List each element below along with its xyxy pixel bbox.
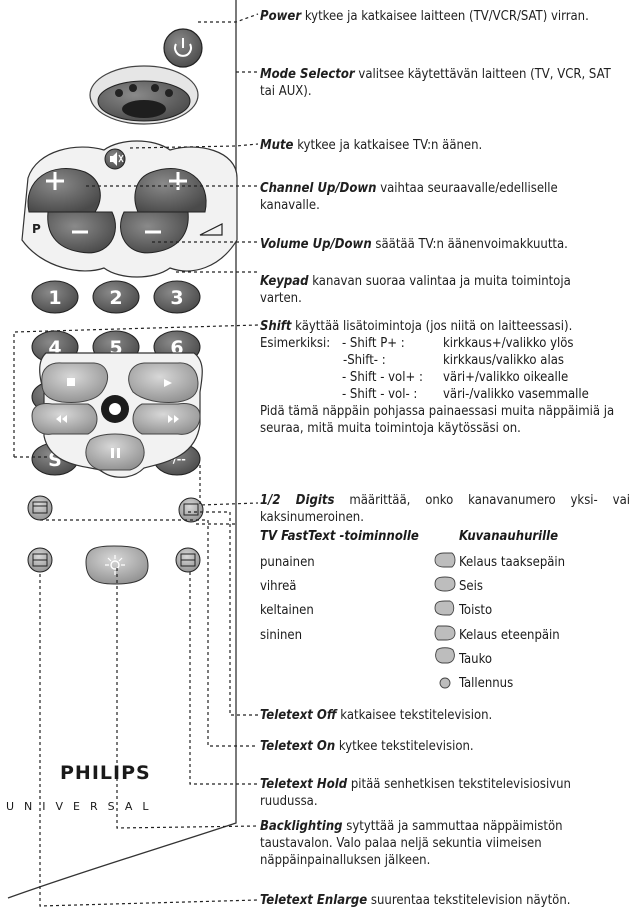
desc-backlight: Backlighting sytyttää ja sammuttaa näppä… (260, 819, 563, 868)
teletext-on-button[interactable] (178, 497, 204, 523)
p-label: P (32, 222, 41, 236)
fasttext-head: TV FastText -toiminnolle (260, 529, 419, 544)
fasttext-color-1: punainen (260, 555, 315, 570)
record-button[interactable] (101, 395, 129, 423)
key-label: 2 (109, 287, 122, 309)
stop-mini-icon (434, 576, 456, 592)
stop-button[interactable] (41, 362, 109, 403)
term-digits: 1/2 Digits (260, 493, 335, 508)
vcr-label-1: Kelaus taaksepäin (459, 555, 566, 570)
leader-lines (13, 13, 259, 907)
term-mode: Mode Selector (260, 67, 355, 82)
play-mini-icon (434, 600, 455, 616)
term-tt-off: Teletext Off (260, 708, 337, 723)
desc-digits: 1/2 Digits määrittää, onko kanavanumero … (260, 493, 630, 525)
fast-forward-button[interactable] (132, 403, 201, 435)
shift-effect-3: väri+/valikko oikealle (443, 370, 569, 385)
term-shift: Shift (260, 319, 292, 334)
desc-tt-off: Teletext Off katkaisee tekstitelevision. (260, 708, 493, 723)
teletext-off-button[interactable] (27, 495, 53, 521)
ff-mini-icon (434, 625, 456, 641)
shift-effect-2: kirkkaus/valikko alas (443, 353, 564, 368)
vcr-label-3: Toisto (459, 603, 493, 618)
power-button[interactable] (163, 28, 203, 68)
channel-down-button[interactable] (47, 211, 116, 254)
teletext-hold-button[interactable] (175, 547, 201, 573)
term-power: Power (260, 9, 302, 24)
channel-up-button[interactable] (27, 168, 101, 213)
key-2-button[interactable]: 2 (92, 280, 140, 314)
vcr-icons (434, 552, 456, 689)
term-mute: Mute (260, 138, 294, 153)
shift-effect-4: väri-/valikko vasemmalle (443, 387, 589, 402)
vcr-label-4: Kelaus eteenpäin (459, 628, 560, 643)
term-keypad: Keypad (260, 274, 309, 289)
shift-combo-4: - Shift - vol- : (342, 387, 418, 402)
volume-up-button[interactable] (134, 168, 207, 213)
key-3-button[interactable]: 3 (153, 280, 201, 314)
shift-effect-1: kirkkaus+/valikko ylös (443, 336, 574, 351)
vcr-label-2: Seis (459, 579, 483, 594)
vcr-label-5: Tauko (459, 652, 493, 667)
pause-button[interactable] (85, 433, 145, 471)
desc-channel: Channel Up/Down vaihtaa seuraavalle/edel… (260, 181, 558, 213)
term-tt-on: Teletext On (260, 739, 336, 754)
fasttext-color-3: keltainen (260, 603, 314, 618)
term-volume: Volume Up/Down (260, 237, 372, 252)
brand-logo: PHILIPS (60, 762, 151, 784)
fasttext-color-2: vihreä (260, 579, 297, 594)
desc-tt-on: Teletext On kytkee tekstitelevision. (260, 739, 474, 754)
shift-combo-2: -Shift- : (343, 353, 386, 368)
play-button[interactable] (128, 362, 199, 403)
rewind-mini-icon (434, 552, 456, 568)
desc-shift: Shift käyttää lisätoimintoja (jos niitä … (260, 319, 573, 334)
backlight-button[interactable] (85, 545, 149, 585)
term-tt-hold: Teletext Hold (260, 777, 348, 792)
record-mini-icon (439, 677, 451, 689)
teletext-enlarge-button[interactable] (27, 547, 53, 573)
vcr-head: Kuvanauhurille (459, 529, 559, 544)
desc-mute: Mute kytkee ja katkaisee TV:n äänen. (260, 138, 483, 153)
desc-volume: Volume Up/Down säätää TV:n äänenvoimakku… (260, 237, 568, 252)
desc-tt-hold: Teletext Hold pitää senhetkisen tekstite… (260, 777, 571, 809)
shift-combo-3: - Shift - vol+ : (342, 370, 423, 385)
shift-examples-label: Esimerkiksi: (260, 336, 331, 351)
volume-down-button[interactable] (120, 211, 189, 254)
volume-wedge-icon (199, 223, 223, 236)
rewind-button[interactable] (31, 403, 98, 435)
key-label: 1 (48, 287, 61, 309)
desc-tt-enlarge: Teletext Enlarge suurentaa tekstitelevis… (260, 893, 571, 908)
desc-keypad: Keypad kanavan suoraa valintaa ja muita … (260, 274, 571, 306)
term-backlight: Backlighting (260, 819, 343, 834)
vcr-label-6: Tallennus (459, 676, 514, 691)
term-channel: Channel Up/Down (260, 181, 377, 196)
shift-combo-1: - Shift P+ : (342, 336, 405, 351)
remote-body-outline (7, 0, 237, 899)
mute-button[interactable] (104, 148, 126, 170)
desc-mode: Mode Selector valitsee käytettävän laitt… (260, 67, 611, 99)
desc-power: Power kytkee ja katkaisee laitteen (TV/V… (260, 9, 589, 24)
brand-sub: UNIVERSAL (6, 800, 159, 813)
mode-selector-button[interactable] (89, 65, 199, 125)
key-label: 3 (170, 287, 183, 309)
pause-mini-icon (435, 647, 455, 664)
term-tt-enlarge: Teletext Enlarge (260, 893, 368, 908)
fasttext-color-4: sininen (260, 628, 303, 643)
shift-note: Pidä tämä näppäin pohjassa painaessasi m… (260, 404, 615, 436)
key-1-button[interactable]: 1 (31, 280, 79, 314)
